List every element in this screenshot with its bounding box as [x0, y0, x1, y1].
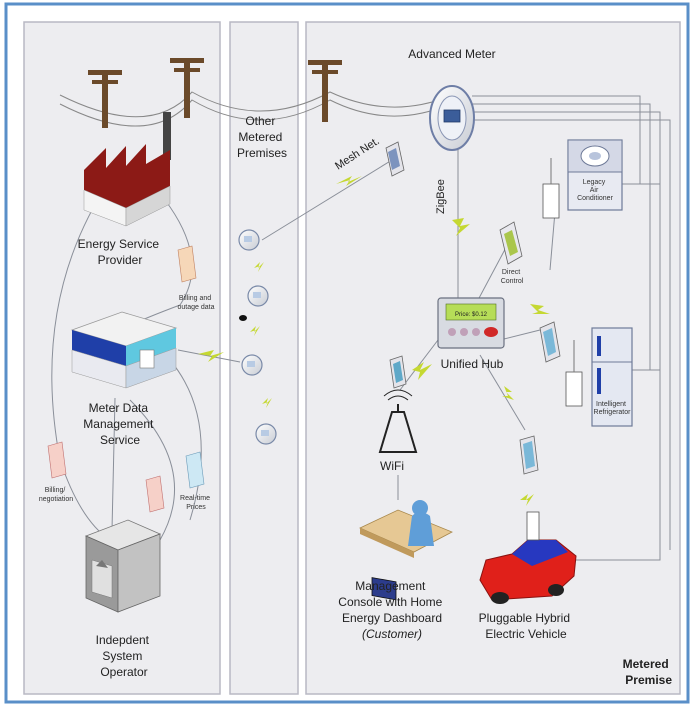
- label-line: System: [102, 649, 142, 663]
- management-console-icon: [359, 500, 453, 601]
- ac-label-line: Air: [590, 187, 599, 194]
- ac-label-line: Legacy: [583, 179, 606, 186]
- label-line: Metered: [238, 130, 282, 144]
- refrigerator-label: Intelligent Refrigerator: [594, 401, 632, 416]
- wifi-router-icon: [389, 355, 407, 389]
- utility-pole: [170, 58, 204, 118]
- premise-meter-icon: [238, 229, 260, 251]
- label-line: Management: [83, 417, 154, 431]
- ac-label-line: Conditioner: [577, 195, 613, 202]
- mdms-building-icon: [70, 311, 178, 389]
- advanced-meter-icon: [429, 85, 475, 151]
- label-line: Operator: [100, 665, 147, 679]
- label-line: Prices: [186, 504, 206, 511]
- hub-display-text: Price: $0.12: [455, 312, 488, 318]
- label-zigbee: ZigBee: [435, 179, 447, 214]
- utility-pole: [88, 70, 122, 128]
- direct-control-switch-icon: [499, 221, 523, 265]
- label-line: Service: [100, 433, 140, 447]
- document-icon: [185, 451, 205, 489]
- air-conditioner-icon: [567, 139, 623, 211]
- label-iso: Indepdent System Operator: [96, 633, 153, 679]
- label-line: Direct: [502, 269, 520, 276]
- label-line: Indepdent: [96, 633, 150, 647]
- label-direct-control: Direct Control: [501, 269, 524, 285]
- label-advanced-meter: Advanced Meter: [408, 47, 495, 61]
- label-line: negotiation: [39, 496, 73, 503]
- label-billing-negotiation: Billing/ negotiation: [39, 487, 73, 503]
- label-line: Console with Home: [338, 595, 442, 609]
- premise-meter-icon: [247, 285, 269, 307]
- ac-controller-icon: [542, 158, 560, 219]
- label-line: Energy Dashboard: [342, 611, 442, 625]
- label-line: Control: [501, 278, 524, 285]
- label-customer: (Customer): [362, 627, 422, 641]
- power-wire: [59, 99, 451, 127]
- document-icon: [145, 475, 165, 513]
- label-management-console: Management Console with Home Energy Dash…: [338, 579, 445, 625]
- factory-icon: [83, 112, 171, 227]
- label-billing-outage: Billing and outage data: [178, 295, 215, 311]
- refrigerator-label-line: Refrigerator: [594, 409, 632, 416]
- label-line: Pluggable Hybrid: [479, 611, 570, 625]
- document-icon: [47, 441, 67, 479]
- label-line: Premises: [237, 146, 287, 160]
- label-line: Energy Service: [78, 237, 160, 251]
- label-line: Electric Vehicle: [485, 627, 567, 641]
- label-line: outage data: [178, 304, 215, 311]
- power-wire: [59, 91, 451, 118]
- fridge-radio-icon: [539, 321, 561, 363]
- label-metered-premise: Metered Premise: [623, 657, 673, 687]
- label-line: Billing/: [45, 487, 66, 494]
- refrigerator-icon: [591, 327, 633, 427]
- car-radio-icon: [519, 435, 539, 475]
- label-other-premises: Other Metered Premises: [237, 114, 287, 160]
- panel-other-premises: [229, 21, 299, 695]
- label-realtime-prices: Real-time Prices: [180, 495, 212, 511]
- premise-meter-icon: [255, 423, 277, 445]
- premise-meter-icon: [241, 354, 263, 376]
- iso-server-icon: [84, 519, 162, 613]
- mesh-node-dot: [239, 315, 247, 321]
- ac-label: Legacy Air Conditioner: [577, 179, 613, 202]
- document-icon: [177, 245, 197, 283]
- mesh-radio-icon: [385, 141, 405, 177]
- label-line: Metered: [623, 657, 669, 671]
- label-line: Meter Data: [89, 401, 149, 415]
- zap-icon: [198, 176, 550, 506]
- wifi-tower-icon: [378, 389, 418, 453]
- label-line: Premise: [625, 673, 672, 687]
- fridge-controller-icon: [565, 340, 583, 407]
- label-wifi: WiFi: [380, 459, 404, 473]
- refrigerator-label-line: Intelligent: [596, 401, 626, 408]
- label-unified-hub: Unified Hub: [441, 357, 504, 371]
- label-line: Real-time: [180, 495, 210, 502]
- label-phev: Pluggable Hybrid Electric Vehicle: [479, 611, 574, 641]
- label-mdms: Meter Data Management Service: [83, 401, 156, 447]
- utility-pole: [308, 60, 342, 122]
- label-line: Management: [355, 579, 426, 593]
- label-energy-service-provider: Energy Service Provider: [78, 237, 163, 267]
- label-line: Billing and: [179, 295, 211, 302]
- phev-car-icon: [479, 511, 577, 604]
- unified-hub-icon: [437, 297, 505, 349]
- label-line: Other: [245, 114, 275, 128]
- label-line: Provider: [98, 253, 143, 267]
